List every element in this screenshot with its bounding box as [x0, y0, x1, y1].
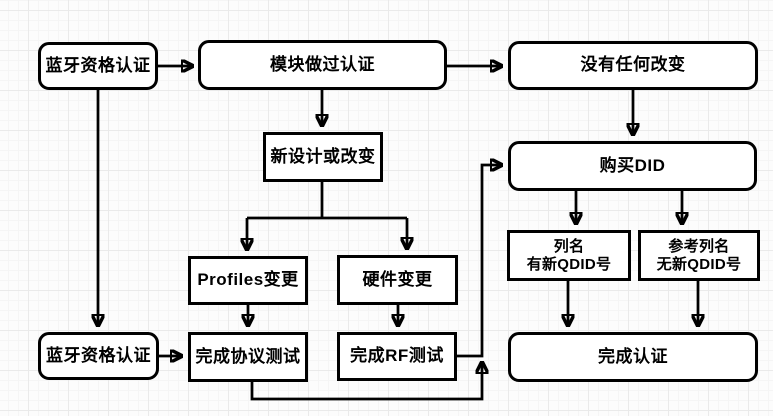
node-ref-listed-no-qdid: 参考列名 无新QDID号	[638, 230, 760, 281]
node-label: 完成协议测试	[195, 346, 301, 366]
node-hardware-change: 硬件变更	[337, 255, 458, 305]
node-module-certified: 模块做过认证	[198, 40, 447, 90]
node-label: 没有任何改变	[580, 55, 686, 75]
node-buy-did: 购买DID	[508, 141, 757, 191]
node-listed-new-qdid: 列名 有新QDID号	[507, 230, 631, 281]
node-label: 新设计或改变	[270, 146, 376, 166]
node-bt-qualification-bottom: 蓝牙资格认证	[38, 332, 159, 380]
node-rf-test-complete: 完成RF测试	[337, 332, 457, 381]
node-certification-complete: 完成认证	[508, 332, 758, 382]
node-label: 硬件变更	[362, 269, 433, 289]
node-label-line2: 无新QDID号	[656, 255, 742, 273]
node-bt-qualification-top: 蓝牙资格认证	[38, 42, 158, 90]
node-label-line1: 列名	[553, 237, 585, 255]
node-protocol-test-complete: 完成协议测试	[188, 332, 308, 382]
edge-newdesign-split-stem	[247, 182, 407, 220]
node-label: 蓝牙资格认证	[45, 55, 151, 75]
edge-protocol-loop	[250, 363, 482, 401]
node-new-design-or-change: 新设计或改变	[263, 132, 383, 182]
node-no-change: 没有任何改变	[508, 41, 758, 90]
node-label: Profiles变更	[197, 270, 299, 290]
node-profiles-change: Profiles变更	[188, 256, 308, 305]
node-label-line1: 参考列名	[668, 237, 730, 255]
node-label-line2: 有新QDID号	[526, 255, 612, 273]
node-label: 购买DID	[599, 155, 666, 175]
node-label: 模块做过认证	[270, 54, 375, 74]
node-label: 完成RF测试	[350, 346, 444, 366]
edge-rftest-buydid	[457, 165, 501, 358]
node-label: 完成认证	[598, 346, 668, 366]
node-label: 蓝牙资格认证	[46, 345, 151, 365]
